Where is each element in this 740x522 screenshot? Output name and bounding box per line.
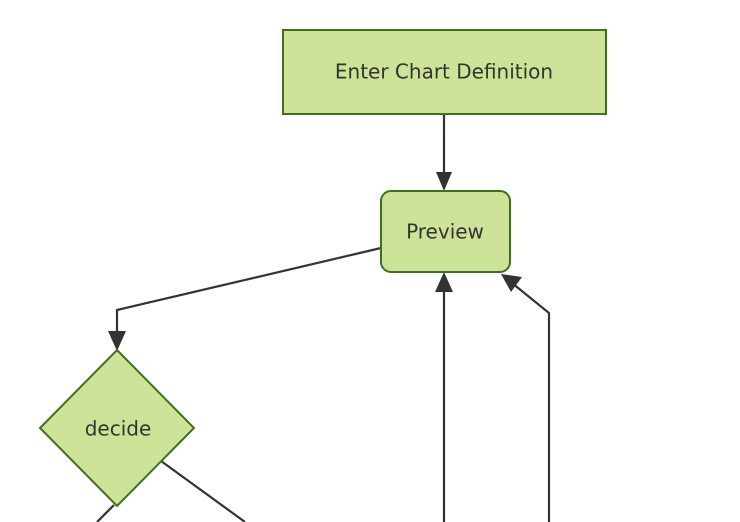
edge-decide-bottom-right[interactable]	[160, 460, 246, 522]
node-rect	[282, 29, 607, 115]
edge-bottom-right-to-preview[interactable]	[501, 274, 551, 522]
edge-line	[115, 246, 382, 339]
edge-layer	[96, 114, 551, 522]
node-rounded-rect	[380, 190, 511, 273]
edge-line	[511, 282, 551, 522]
arrow-head-icon	[436, 172, 452, 191]
arrow-head-icon	[435, 272, 453, 292]
node-label-decide: decide	[85, 417, 152, 441]
edge-line	[160, 460, 246, 522]
edge-preview-to-decide[interactable]	[108, 246, 382, 351]
arrow-head-icon	[501, 274, 522, 292]
arrow-head-icon	[108, 331, 126, 351]
edge-bottom-center-to-preview[interactable]	[435, 272, 453, 522]
node-decide[interactable]: decide	[38, 348, 196, 508]
node-enter-chart-definition[interactable]: Enter Chart Definition	[282, 29, 607, 115]
node-layer: Enter Chart Definition Preview decide	[38, 29, 607, 508]
node-diamond	[38, 348, 196, 508]
node-label-preview: Preview	[406, 220, 484, 244]
node-label-enter-chart-definition: Enter Chart Definition	[335, 60, 553, 84]
node-preview[interactable]: Preview	[380, 190, 511, 273]
edge-enter-to-preview[interactable]	[436, 114, 452, 191]
edge-decide-bottom-left[interactable]	[96, 504, 115, 522]
edge-line	[96, 504, 115, 522]
